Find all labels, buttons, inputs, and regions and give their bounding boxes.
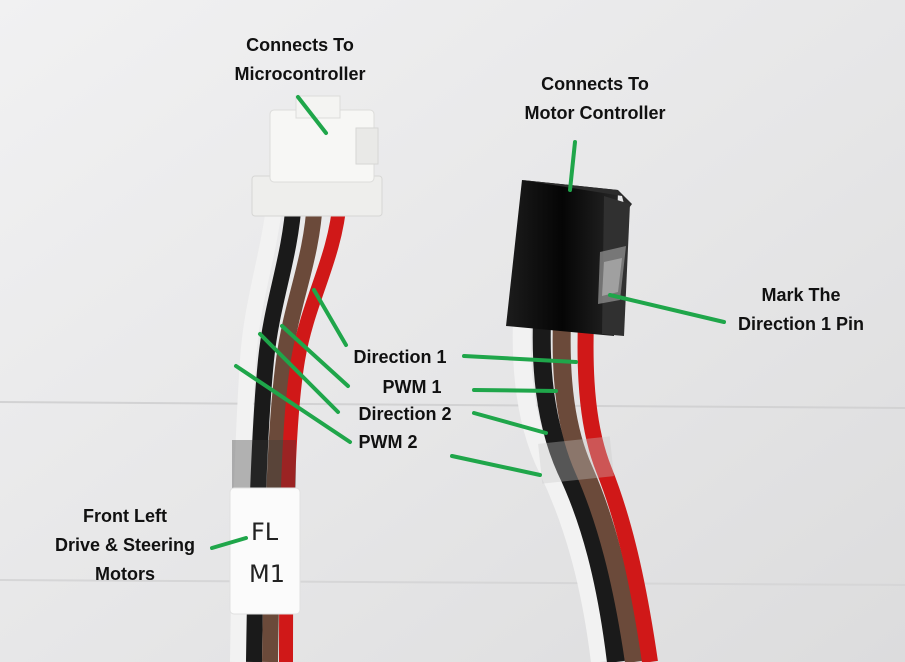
label-pwm-2: PWM 2 (358, 432, 418, 452)
label-connects-to-microcontroller: Connects To Microcontroller (210, 31, 390, 89)
pointer-pwm1-left (280, 324, 350, 388)
label-direction-2: Direction 2 (358, 404, 452, 424)
label-pwm-1: PWM 1 (382, 377, 442, 397)
label-mark-direction1-pin: Mark The Direction 1 Pin (715, 281, 887, 339)
pointer-mark-pin (608, 293, 726, 324)
pointer-pwm1-right (472, 388, 558, 393)
pointer-motor-controller (568, 140, 577, 192)
label-line: Connects To (246, 35, 354, 55)
label-direction-1: Direction 1 (353, 347, 447, 367)
wire-tag-fl: FL (251, 518, 279, 546)
pointer-direction2-right (472, 411, 548, 435)
black-connector (506, 180, 632, 336)
right-cable-bundle (512, 319, 658, 662)
white-connector (251, 95, 383, 217)
wire-tag-m1: M1 (249, 560, 285, 588)
wire-tag (229, 487, 301, 615)
wall-crease (0, 401, 905, 409)
label-line: Drive & Steering (54, 535, 196, 555)
label-connects-to-motor-controller: Connects To Motor Controller (498, 70, 692, 128)
label-line: Direction 1 Pin (737, 314, 865, 334)
label-front-left-motors: Front Left Drive & Steering Motors (40, 502, 210, 589)
pointer-front-left (210, 536, 248, 550)
pointer-pwm2-left (234, 364, 352, 444)
pointer-pwm2-right (450, 454, 542, 477)
label-line: Front Left (83, 506, 167, 526)
pointer-microcontroller (296, 95, 328, 135)
pointer-direction1-left (312, 288, 348, 347)
label-line: Connects To (541, 74, 649, 94)
wall-crease (0, 579, 905, 586)
heat-shrink-sleeve (538, 436, 614, 484)
label-line: Mark The (761, 285, 841, 305)
pointer-direction2-left (258, 332, 340, 414)
label-line: Microcontroller (234, 64, 366, 84)
label-line: Motors (95, 564, 155, 584)
pointer-direction1-right (462, 354, 578, 364)
label-line: Motor Controller (524, 103, 666, 123)
